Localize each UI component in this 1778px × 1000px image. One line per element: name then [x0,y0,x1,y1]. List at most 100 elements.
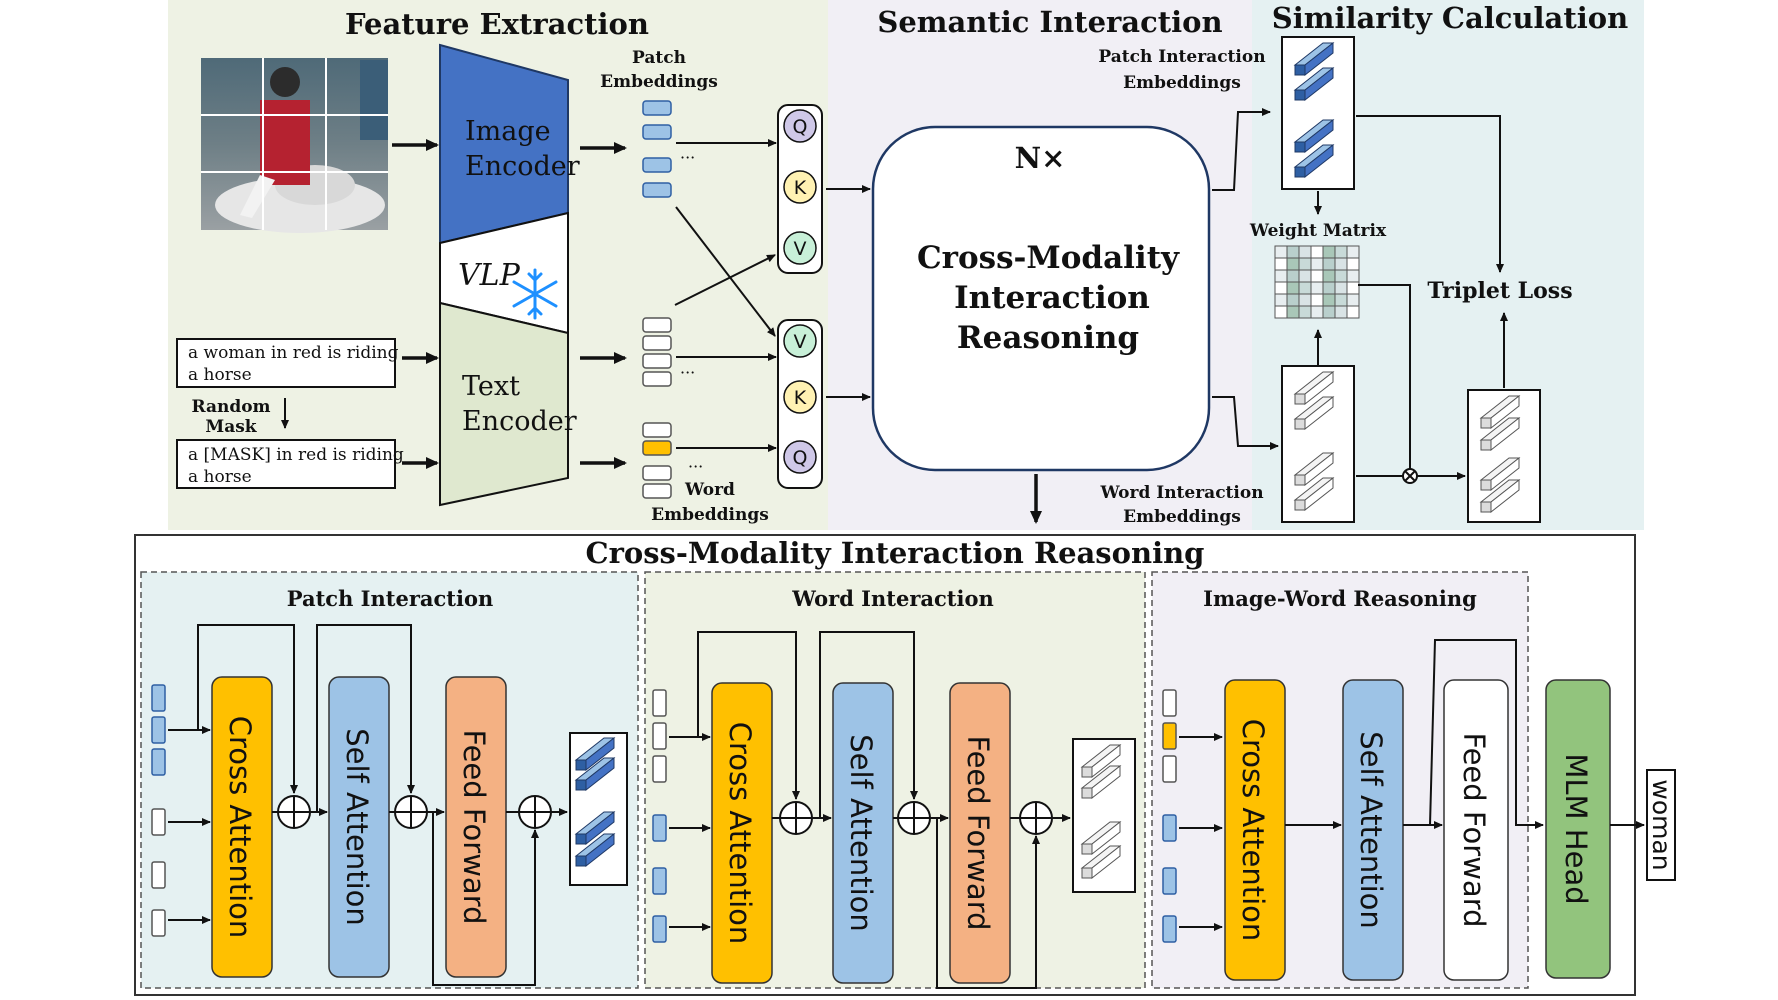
weight-matrix-cell [1334,281,1348,295]
weight-matrix-cell [1310,305,1324,319]
patch-residual-2 [316,624,415,812]
word-residual-2 [819,631,918,818]
patch-embeddings-label-1: Patch [632,48,686,68]
weight-matrix-cell [1346,257,1360,271]
caption-line-1: a woman in red is riding [188,343,399,363]
weight-matrix-cell [1346,293,1360,307]
weight-matrix-cell [1286,305,1300,319]
weight-matrix-cell [1274,293,1288,307]
word-embeddings-label-2: Embeddings [651,505,769,525]
weight-matrix-cell [1274,281,1288,295]
caption-box [176,338,396,388]
v-circle-bottom [783,324,817,358]
weight-matrix-cell [1286,269,1300,283]
weight-matrix-cell [1322,293,1336,307]
word-self-attention-label: Self Attention [844,734,878,932]
weight-matrix-cell [1346,281,1360,295]
weight-matrix-cell [1298,257,1312,271]
patch-cross-attention-label: Cross Attention [223,716,257,939]
weight-matrix-cell [1310,245,1324,259]
patch-residual-3 [432,812,539,986]
v-circle-top [783,231,817,265]
q-label-bottom: Q [793,447,808,469]
patch-interaction-title: Patch Interaction [287,586,493,611]
masked-caption-line-2: a horse [188,467,252,487]
weight-matrix-cell [1286,281,1300,295]
weight-matrix-grid [1274,245,1360,319]
weight-matrix-cell [1286,245,1300,259]
weight-matrix-cell [1334,305,1348,319]
patch-feed-forward-label: Feed Forward [457,729,491,924]
reasoning-input-arrows [1179,733,1223,931]
patch-interaction-embeddings-label-2: Embeddings [1123,73,1241,93]
word-embedding-tokens [642,317,672,387]
weight-matrix-cell [1310,257,1324,271]
weight-matrix-cell [1334,257,1348,271]
word-interaction-embeddings-label-2: Embeddings [1123,507,1241,527]
word-feed-forward-label: Feed Forward [961,735,995,930]
word-residual-1 [697,631,800,800]
weight-matrix-cell [1274,305,1288,319]
text-encoder-label-2: Encoder [462,406,577,437]
cross-modality-block [871,125,1211,472]
word-self-attention-block [832,682,894,984]
q-circle-bottom [783,440,817,474]
weight-matrix-cell [1334,293,1348,307]
weight-matrix-cell [1322,257,1336,271]
patch-to-triplet-arrow [1356,115,1504,273]
vlp-label: VLP [458,258,521,293]
patch-self-attention-block [328,676,390,978]
patch-input-tokens [151,684,166,937]
masked-caption-line-1: a [MASK] in red is riding [188,445,404,465]
reasoning-feed-forward-label: Feed Forward [1457,732,1491,927]
word-input-tokens [652,689,667,943]
patch-self-attention-label: Self Attention [340,728,374,926]
k-label-bottom: K [794,387,807,409]
weight-matrix-cell [1310,293,1324,307]
reasoning-self-attention-block [1342,679,1404,981]
word-embeddings-label-1: Word [684,480,735,500]
masked-ellipsis: ··· [688,457,703,476]
n-times-label: N× [1015,141,1066,175]
cross-modality-block-label-1: Cross-Modality [917,240,1180,276]
word-ellipsis: ··· [680,363,695,382]
text-encoder-label-1: Text [462,371,520,402]
patch-ellipsis: ··· [680,148,695,167]
weight-matrix-cell [1322,305,1336,319]
word-input-arrows [669,733,711,931]
weight-matrix-cell [1346,245,1360,259]
semantic-interaction-title: Semantic Interaction [877,5,1222,39]
weight-matrix-cell [1286,293,1300,307]
weight-matrix-cell [1298,305,1312,319]
weight-matrix-cell [1298,269,1312,283]
q-label-top: Q [793,116,808,138]
random-mask-line-1: Random [191,397,270,417]
patch-embeddings-label-2: Embeddings [600,72,718,92]
masked-caption-box [176,439,396,489]
patch-interaction-embeddings-label-1: Patch Interaction [1098,47,1265,67]
embedding-qkv-arrows [674,139,777,452]
random-mask-line-2: Mask [205,417,257,437]
weight-matrix-cell [1322,269,1336,283]
text-encoder [439,301,569,507]
weight-matrix-label: Weight Matrix [1249,221,1387,241]
reasoning-residual [1429,639,1544,829]
patch-embedding-tokens [642,100,672,198]
word-residual-3 [936,818,1040,989]
image-encoder-label-2: Encoder [465,151,580,182]
v-label-bottom: V [794,331,807,353]
word-interaction-embeddings-label-1: Word Interaction [1099,483,1263,503]
reasoning-self-attention-label: Self Attention [1354,731,1388,929]
weight-matrix-cell [1274,269,1288,283]
word-interaction-title: Word Interaction [791,586,994,611]
mlm-output-label: woman [1647,779,1676,870]
reasoning-cross-attention-block [1224,679,1286,981]
weight-matrix-cell [1346,269,1360,283]
patch-cross-attention-block [211,676,273,978]
weight-matrix-cell [1298,293,1312,307]
k-circle-bottom [783,380,817,414]
weight-matrix-cell [1334,269,1348,283]
weight-matrix-cell [1322,245,1336,259]
weight-matrix-cell [1334,245,1348,259]
